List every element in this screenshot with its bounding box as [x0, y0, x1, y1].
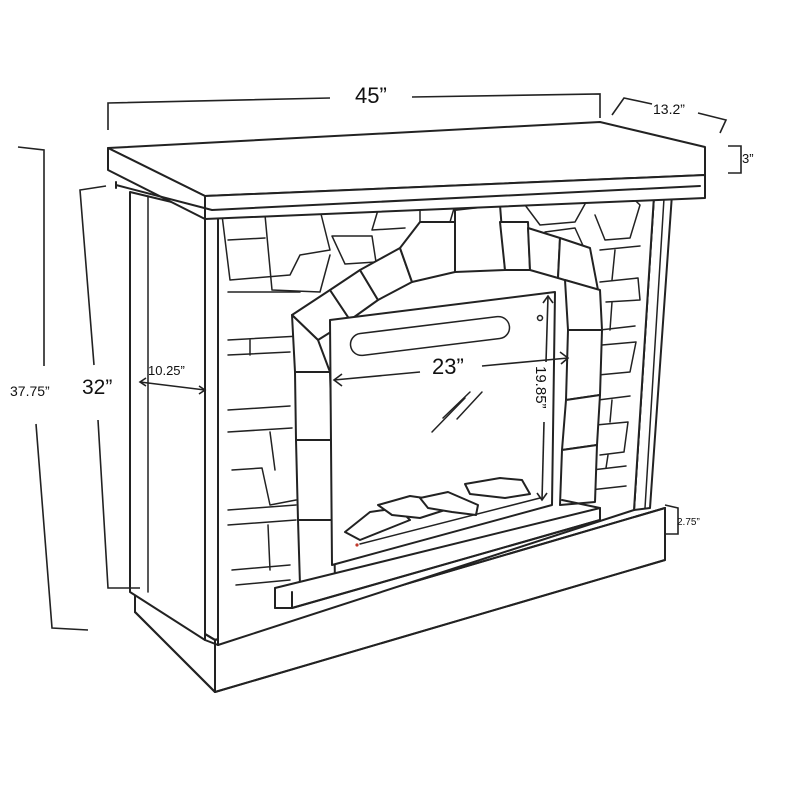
label-body-height: 32” — [82, 376, 112, 399]
label-mantel-thickness: 3” — [742, 151, 754, 166]
label-insert-width: 23” — [432, 354, 464, 379]
dimension-insert-width — [332, 351, 570, 387]
dimension-total-height — [17, 146, 89, 631]
label-base-height: 2.75” — [677, 517, 700, 528]
label-side-depth: 10.25” — [148, 363, 185, 378]
dimension-body-height — [79, 185, 140, 589]
dimension-mantel-thickness — [728, 145, 742, 174]
left-side-panel — [129, 191, 219, 646]
stone-arch — [274, 204, 603, 609]
mantel-top — [107, 121, 706, 220]
dimension-side-depth — [138, 377, 207, 395]
label-total-height: 37.75” — [10, 383, 50, 399]
label-insert-height: 19.85” — [532, 366, 549, 409]
dimension-width-top — [107, 93, 601, 130]
dimension-base-height — [664, 504, 679, 535]
label-width-top: 45” — [355, 83, 387, 108]
electric-insert — [329, 291, 556, 566]
dimension-insert-height — [536, 294, 554, 502]
base-plinth — [134, 507, 666, 693]
label-depth-top: 13.2” — [653, 101, 685, 117]
dimension-depth-top — [611, 97, 728, 134]
